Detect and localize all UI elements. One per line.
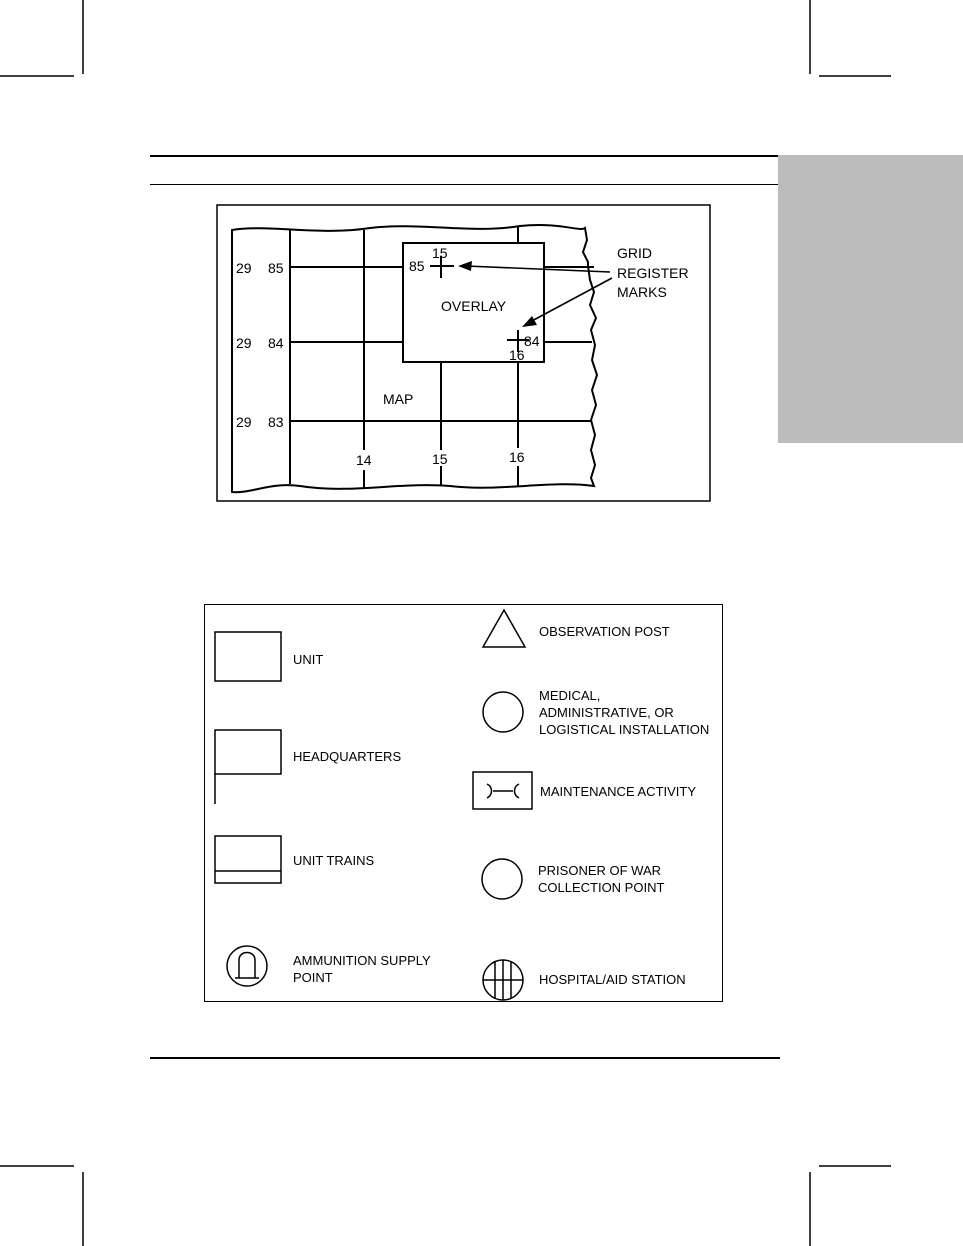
row-label-northing: 85 xyxy=(268,260,284,276)
legend-label-maintenance-activity: MAINTENANCE ACTIVITY xyxy=(540,783,696,800)
legend-label-unit-trains: UNIT TRAINS xyxy=(293,852,374,869)
hospital-aid-station-icon xyxy=(482,959,524,1001)
legend-label-line: AMMUNITION SUPPLY xyxy=(293,953,431,968)
header-rule-thin xyxy=(150,184,780,185)
callout-line: MARKS xyxy=(617,284,667,300)
column-label: 16 xyxy=(509,449,525,465)
map-label: MAP xyxy=(383,391,413,407)
observation-post-icon xyxy=(481,608,527,648)
legend-label-medical-installation: MEDICAL, ADMINISTRATIVE, OR LOGISTICAL I… xyxy=(539,687,709,738)
callout-line: REGISTER xyxy=(617,265,689,281)
section-thumb-tab xyxy=(778,155,963,443)
symbol-legend-frame xyxy=(204,604,723,1002)
legend-label-unit: UNIT xyxy=(293,651,323,668)
column-label: 14 xyxy=(356,452,372,468)
legend-label-line: UNIT xyxy=(293,652,324,667)
callout-arrow-top xyxy=(465,265,611,273)
legend-label-line: PRISONER OF WAR xyxy=(538,863,662,878)
callout-arrow-bottom xyxy=(529,277,613,323)
legend-label-line: OBSERVATION POST xyxy=(539,624,670,639)
legend-label-line: LOGISTICAL INSTALLATION xyxy=(539,722,710,737)
callout-arrowhead-bottom xyxy=(522,316,537,327)
overlay-mark-column: 15 xyxy=(432,245,448,261)
legend-label-line: MAINTENANCE ACTIVITY xyxy=(540,784,697,799)
overlay-mark-row: 84 xyxy=(524,333,540,349)
symbol-legend-icons xyxy=(214,608,533,1001)
legend-label-headquarters: HEADQUARTERS xyxy=(293,748,401,765)
legend-label-line: HOSPITAL/AID STATION xyxy=(539,972,686,987)
overlay-mark-column: 16 xyxy=(509,347,525,363)
medical-installation-icon xyxy=(482,691,524,733)
ammunition-supply-point-icon xyxy=(226,945,268,987)
callout-arrowhead-top xyxy=(458,261,472,271)
legend-label-line: MEDICAL, xyxy=(539,688,601,703)
row-label-easting: 29 xyxy=(236,414,252,430)
legend-label-line: ADMINISTRATIVE, OR xyxy=(539,705,674,720)
overlay-sheet xyxy=(402,242,545,363)
header-rule-thick xyxy=(150,155,780,157)
legend-label-observation-post: OBSERVATION POST xyxy=(539,623,670,640)
legend-label-hospital-aid-station: HOSPITAL/AID STATION xyxy=(539,971,686,988)
unit-icon xyxy=(214,631,282,682)
callout-line: GRID xyxy=(617,245,652,261)
row-label-easting: 29 xyxy=(236,335,252,351)
unit-trains-icon xyxy=(214,835,282,884)
row-label-easting: 29 xyxy=(236,260,252,276)
legend-label-line: POINT xyxy=(293,970,333,985)
footer-rule xyxy=(150,1057,780,1059)
prisoner-of-war-icon xyxy=(481,858,523,900)
grid-register-figure: 29 85 29 84 29 83 14 15 16 15 85 84 16 O… xyxy=(216,204,711,502)
overlay-title: OVERLAY xyxy=(441,298,507,314)
row-label-northing: 84 xyxy=(268,335,284,351)
overlay-mark-row: 85 xyxy=(409,258,425,274)
map-sheet-outline xyxy=(231,224,599,494)
column-label: 15 xyxy=(432,451,448,467)
maintenance-activity-icon xyxy=(472,771,533,810)
legend-label-line: UNIT TRAINS xyxy=(293,853,375,868)
legend-label-ammunition-supply-point: AMMUNITION SUPPLY POINT xyxy=(293,952,431,986)
legend-label-line: COLLECTION POINT xyxy=(538,880,665,895)
legend-label-line: HEADQUARTERS xyxy=(293,749,402,764)
legend-label-prisoner-of-war: PRISONER OF WAR COLLECTION POINT xyxy=(538,862,664,896)
headquarters-icon xyxy=(214,729,282,804)
row-label-northing: 83 xyxy=(268,414,284,430)
